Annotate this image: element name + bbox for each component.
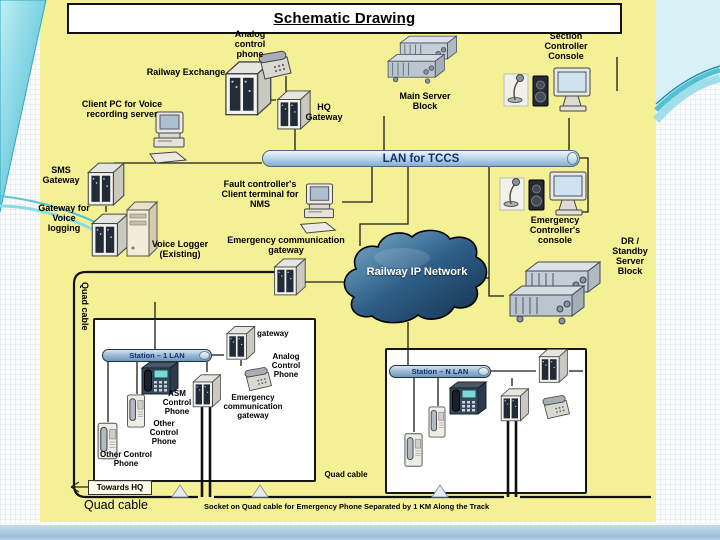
station1-lan-label: Station – 1 LAN (129, 351, 185, 360)
station1-lan-bar: Station – 1 LAN (102, 349, 212, 362)
station1-other-phone1-label: Other Control Phone (149, 419, 179, 446)
railway-exchange-label: Railway Exchange (146, 67, 226, 77)
railway-ip-network-label: Railway IP Network (366, 266, 468, 278)
emergency-controller-console-label: Emergency Controller's console (529, 215, 581, 245)
quad-cable-left-label: Quad cable (80, 282, 90, 331)
towards-hq-tag: Towards HQ (88, 480, 152, 495)
quad-cable-mid-label: Quad cable (324, 470, 368, 479)
dr-standby-label: DR / Standby Server Block (612, 236, 648, 276)
quad-cable-bottom-label: Quad cable (84, 498, 148, 512)
station1-asm-phone-label: ASM Control Phone (162, 389, 192, 416)
bottom-decoration-band (0, 524, 720, 540)
station1-emergency-gateway-label: Emergency communication gateway (223, 393, 283, 420)
page-title: Schematic Drawing (273, 10, 416, 27)
voice-logging-gateway-label: Gateway for Voice logging (38, 203, 90, 233)
analog-control-phone-top-label: Analog control phone (234, 29, 266, 59)
main-server-block-label: Main Server Block (399, 91, 451, 111)
stationN-lan-bar: Station – N LAN (389, 365, 491, 378)
title-box: Schematic Drawing (67, 3, 622, 34)
station1-gateway-label: gateway (257, 329, 289, 338)
emergency-comm-gateway-label: Emergency communication gateway (227, 235, 345, 255)
client-pc-label: Client PC for Voice recording server (81, 99, 163, 119)
station1-other-phone2-label: Other Control Phone (100, 450, 152, 468)
voice-logger-label: Voice Logger (Existing) (151, 239, 209, 259)
bottom-caption: Socket on Quad cable for Emergency Phone… (204, 502, 490, 511)
lan-for-tccs-bar: LAN for TCCS (262, 150, 580, 167)
hq-gateway-label: HQ Gateway (305, 102, 343, 122)
station1-analog-phone-label: Analog Control Phone (271, 352, 301, 379)
fault-terminal-label: Fault controller's Client terminal for N… (221, 179, 299, 209)
corner-decoration-top-right (653, 0, 720, 123)
section-controller-console-label: Section Controller Console (544, 31, 588, 61)
lan-for-tccs-label: LAN for TCCS (382, 152, 460, 165)
sms-gateway-label: SMS Gateway (42, 165, 80, 185)
stationN-lan-label: Station – N LAN (411, 367, 469, 376)
